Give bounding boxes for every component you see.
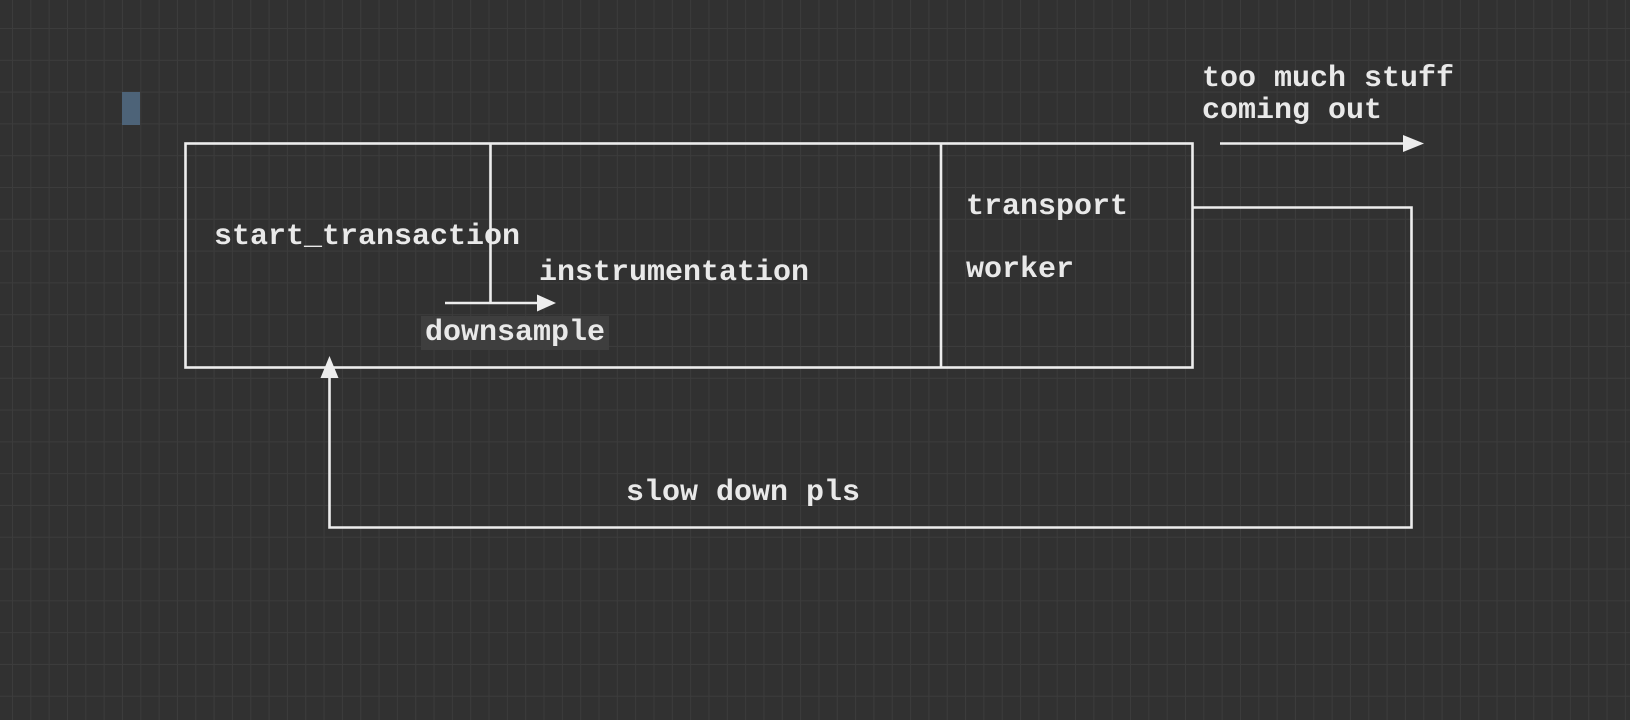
label-slow-down-pls[interactable]: slow down pls (626, 476, 861, 510)
text-cursor (122, 92, 140, 125)
label-downsample[interactable]: downsample (421, 316, 610, 350)
label-instrumentation[interactable]: instrumentation (539, 256, 810, 290)
label-transport[interactable]: transport (966, 190, 1129, 224)
label-too-much-stuff[interactable]: too much stuff (1202, 62, 1455, 96)
label-coming-out[interactable]: coming out (1202, 94, 1383, 128)
output-arrowhead-icon (1403, 135, 1424, 152)
downsample-arrowhead-icon (537, 294, 556, 312)
label-worker[interactable]: worker (966, 253, 1075, 287)
feedback-arrowhead-icon (320, 356, 339, 378)
label-start-transaction[interactable]: start_transaction (214, 220, 521, 254)
feedback-loop-connector[interactable] (328, 206, 1413, 529)
